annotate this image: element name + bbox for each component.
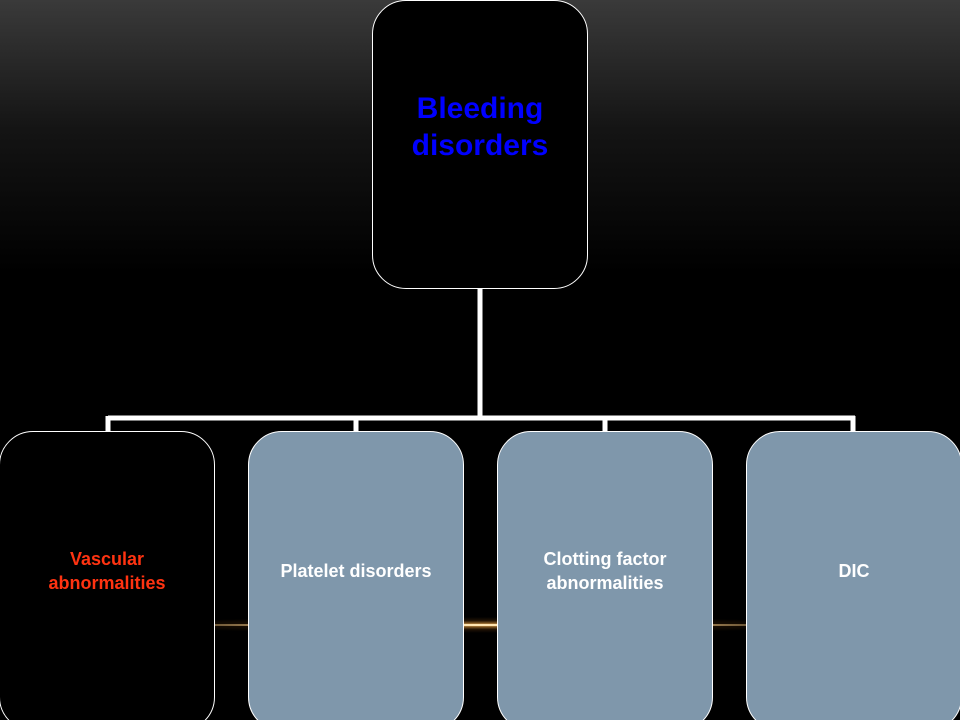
root-node-label: Bleeding disorders [411, 91, 549, 162]
child-node-clotting-factor-abnormalities: Clotting factor abnormalities [497, 431, 713, 720]
child-node-vascular-abnormalities: Vascular abnormalities [0, 431, 215, 720]
child-node-label: Vascular abnormalities [48, 549, 166, 593]
child-node-platelet-disorders: Platelet disorders [248, 431, 464, 720]
child-node-label: Platelet disorders [280, 561, 432, 581]
child-node-label: Clotting factor abnormalities [543, 549, 667, 593]
child-node-label: DIC [838, 561, 870, 581]
root-node-bleeding-disorders: Bleeding disorders [372, 0, 588, 289]
child-node-dic: DIC [746, 431, 960, 720]
